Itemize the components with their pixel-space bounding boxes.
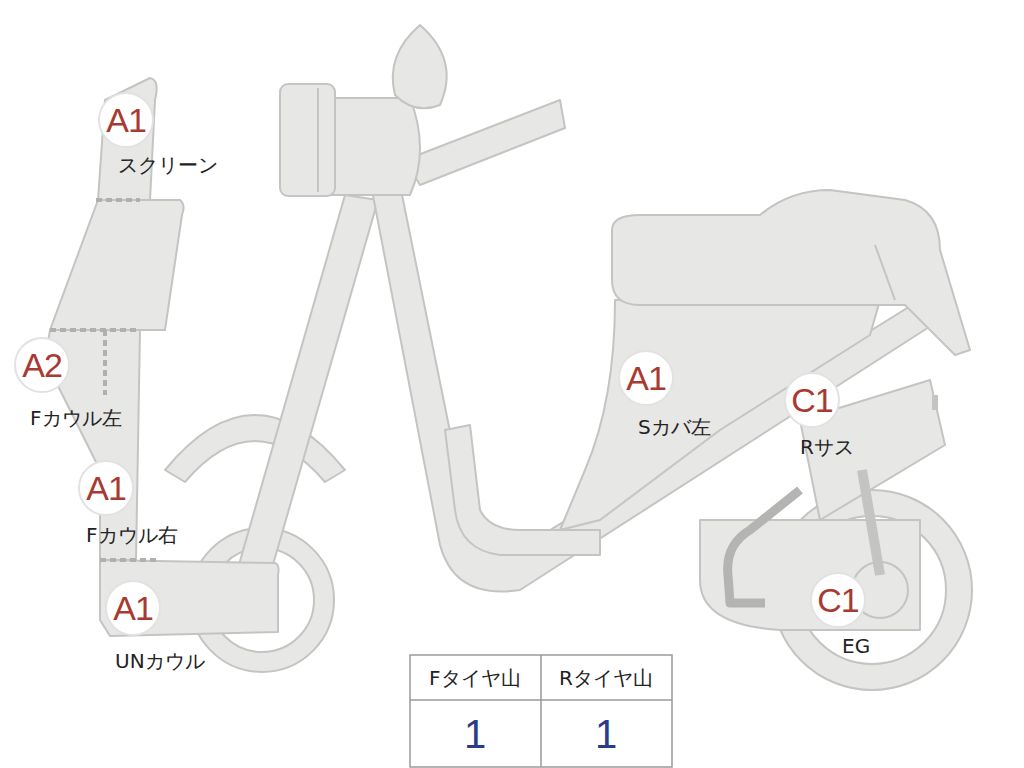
part-name: Fカウル左 [30,405,122,432]
part-name: UNカウル [115,648,205,675]
callout-code: A1 [78,460,134,516]
headlight [280,84,335,196]
part-name: Sカバ左 [638,414,711,441]
callout-code: A2 [14,337,70,393]
panel-divider [103,330,107,395]
shock-bolt [932,395,938,410]
front-fender [165,415,345,482]
shock-rod [862,470,880,575]
front-cowl-upper [50,200,184,330]
part-name: Rサス [800,434,854,461]
callout-code: A1 [98,92,154,148]
seat [612,190,970,355]
headlight-body [330,98,420,195]
table-value: 1 [595,712,617,757]
callout-code: A1 [105,580,161,636]
under-cowl [100,560,279,636]
part-name: スクリーン [118,152,218,179]
seat-seam [875,245,895,300]
handlebar [405,100,565,185]
headlight-rim [317,88,319,192]
table-value: 1 [464,712,486,757]
callout-code: A1 [618,350,674,406]
exhaust-pipe [728,490,800,603]
panel-divider [100,558,160,562]
table-header: Fタイヤ山 [429,665,521,692]
table-header: Rタイヤ山 [559,665,653,692]
part-name: Fカウル右 [86,522,178,549]
callout-code: C1 [810,572,866,628]
panel-divider [96,198,140,202]
callout-code: C1 [784,372,840,428]
front-fork [238,195,378,575]
mirror [393,25,447,108]
part-name: EG [842,634,870,658]
engine-case [700,520,920,630]
tyre-table [410,655,672,767]
screen-panel [98,78,157,200]
panel-divider [50,328,140,332]
